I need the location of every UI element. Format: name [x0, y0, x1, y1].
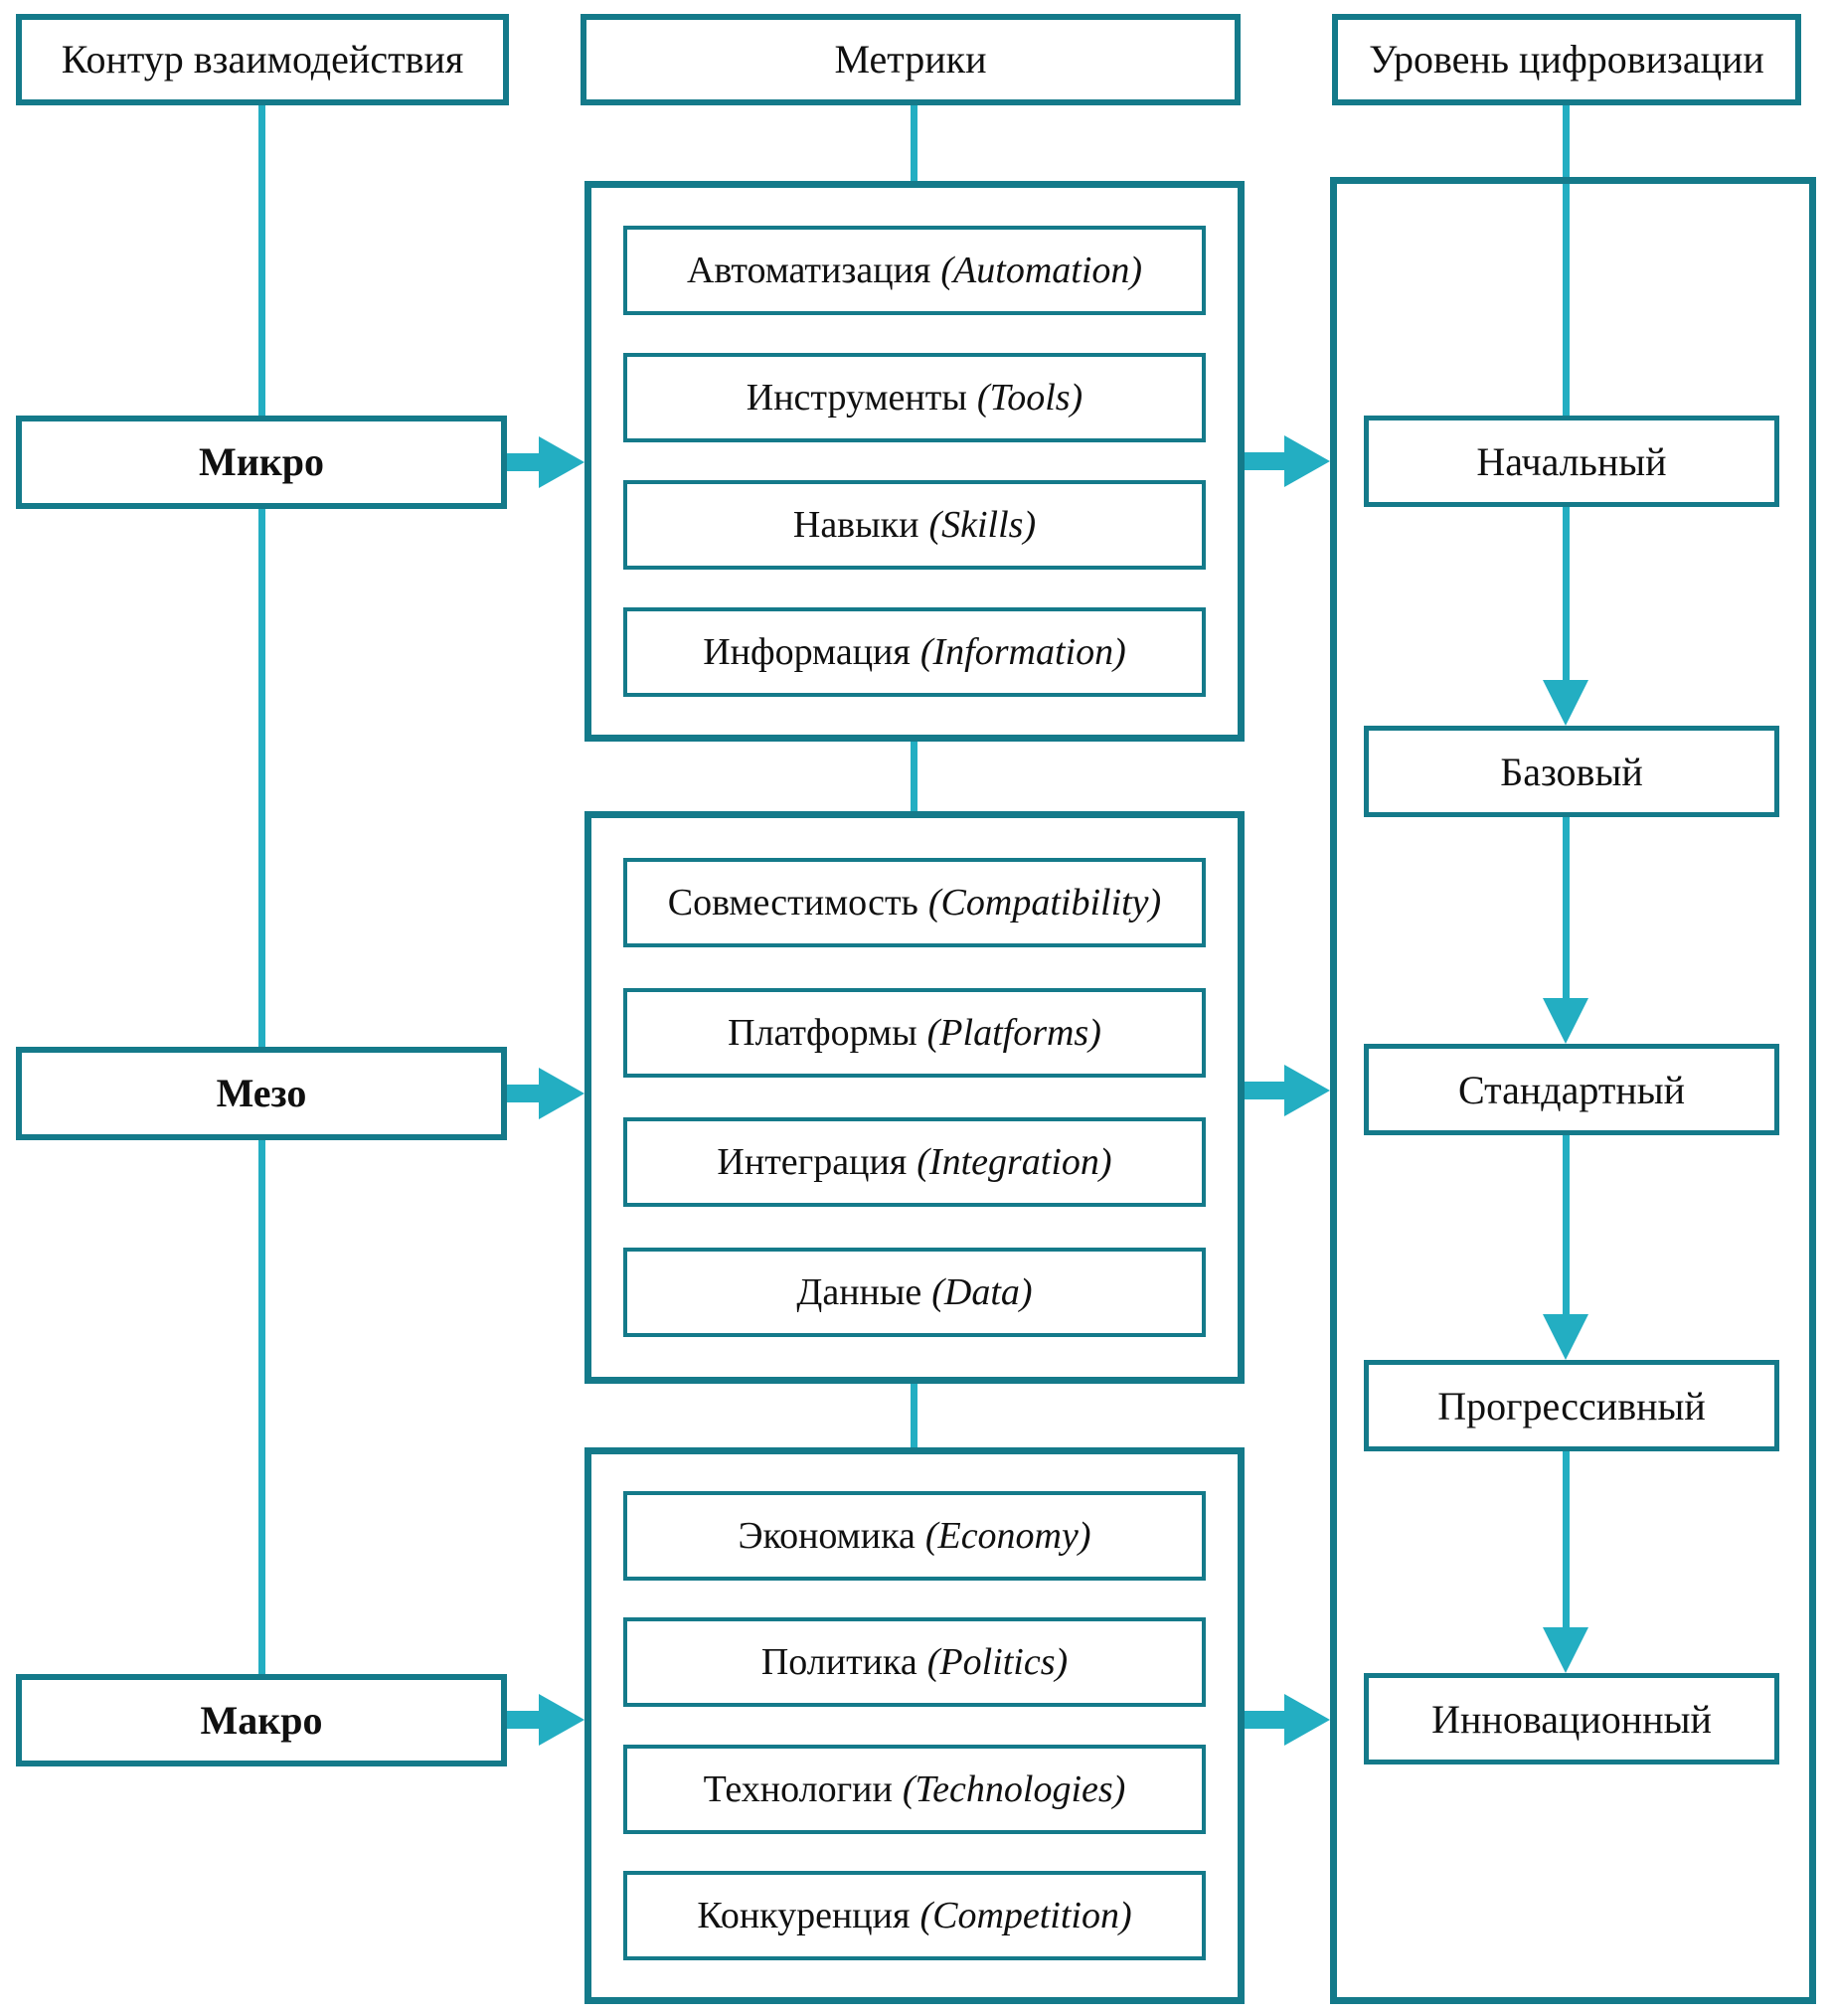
metric-item-technologies: Технологии (Technologies): [623, 1744, 1206, 1834]
metric-label-en: (Data): [931, 1270, 1033, 1313]
digitalization-level-innovative: Инновационный: [1364, 1673, 1779, 1764]
digitalization-level-progressive: Прогрессивный: [1364, 1360, 1779, 1451]
metric-item-compatibility: Совместимость (Compatibility): [623, 858, 1206, 948]
metric-label-en: (Automation): [940, 250, 1143, 291]
metric-label-ru: Конкуренция: [697, 1894, 911, 1936]
header-interaction-contour: Контур взаимодействия: [16, 14, 509, 105]
header-metrics: Метрики: [581, 14, 1241, 105]
metrics-group-macro: Экономика (Economy) Политика (Politics) …: [584, 1447, 1245, 2004]
arrow-initial-to-basic-head: [1543, 680, 1588, 726]
flow-arrow-micro-to-group1-head: [539, 436, 584, 488]
interaction-level-meso: Мезо: [16, 1047, 507, 1140]
flow-arrow-group2-to-levels-head: [1284, 1065, 1330, 1116]
digitalization-level-basic: Базовый: [1364, 726, 1779, 817]
metric-item-skills: Навыки (Skills): [623, 480, 1206, 570]
connector-meso-to-macro: [258, 1140, 265, 1674]
metric-label-en: (Competition): [919, 1894, 1132, 1936]
flow-arrow-group1-to-levels-shaft: [1243, 452, 1286, 470]
digitalization-level-initial: Начальный: [1364, 416, 1779, 507]
interaction-level-macro: Макро: [16, 1674, 507, 1766]
metrics-group-micro: Автоматизация (Automation) Инструменты (…: [584, 181, 1245, 742]
metric-label-ru: Политика: [760, 1641, 917, 1684]
metric-label-en: (Integration): [916, 1141, 1112, 1184]
flow-arrow-group1-to-levels-head: [1284, 435, 1330, 487]
connector-group2-to-group3: [911, 1384, 917, 1447]
metric-item-competition: Конкуренция (Competition): [623, 1870, 1206, 1960]
interaction-level-micro: Микро: [16, 416, 507, 509]
digitalization-container: [1330, 177, 1816, 2004]
metric-item-integration: Интеграция (Integration): [623, 1117, 1206, 1208]
arrow-progressive-to-innovative-head: [1543, 1627, 1588, 1673]
metric-label-ru: Технологии: [703, 1767, 893, 1810]
arrow-initial-to-basic-shaft: [1563, 507, 1570, 682]
header-digitalization-level: Уровень цифровизации: [1332, 14, 1801, 105]
metric-item-information: Информация (Information): [623, 607, 1206, 697]
flow-arrow-meso-to-group2-head: [539, 1068, 584, 1119]
metric-label-ru: Экономика: [738, 1515, 916, 1558]
flow-arrow-group3-to-levels-shaft: [1243, 1711, 1286, 1729]
metric-label-ru: Данные: [796, 1270, 922, 1313]
arrow-standard-to-progressive-head: [1543, 1314, 1588, 1360]
metric-item-politics: Политика (Politics): [623, 1617, 1206, 1708]
flow-arrow-micro-to-group1-shaft: [505, 453, 543, 471]
arrow-progressive-to-innovative-shaft: [1563, 1451, 1570, 1629]
metric-item-data: Данные (Data): [623, 1247, 1206, 1337]
arrow-basic-to-standard-head: [1543, 998, 1588, 1044]
metric-label-en: (Compatibility): [927, 882, 1162, 924]
connector-group1-to-group2: [911, 742, 917, 811]
metric-label-en: (Technologies): [902, 1767, 1126, 1810]
metric-label-en: (Skills): [928, 504, 1037, 546]
flow-arrow-macro-to-group3-shaft: [505, 1711, 543, 1729]
metric-label-en: (Politics): [926, 1641, 1069, 1684]
flow-arrow-group2-to-levels-shaft: [1243, 1082, 1286, 1099]
metric-item-automation: Автоматизация (Automation): [623, 226, 1206, 315]
connector-header-to-group1: [911, 105, 917, 181]
metric-item-tools: Инструменты (Tools): [623, 353, 1206, 442]
metric-item-economy: Экономика (Economy): [623, 1491, 1206, 1582]
metric-label-en: (Platforms): [926, 1011, 1101, 1054]
metric-label-en: (Information): [919, 631, 1126, 673]
metric-item-platforms: Платформы (Platforms): [623, 987, 1206, 1078]
connector-micro-to-meso: [258, 509, 265, 1047]
connector-header-to-initial: [1563, 105, 1570, 416]
metric-label-ru: Инструменты: [746, 377, 967, 419]
metric-label-ru: Автоматизация: [686, 250, 931, 291]
digitalization-level-standard: Стандартный: [1364, 1044, 1779, 1135]
metric-label-en: (Economy): [924, 1515, 1091, 1558]
metrics-group-meso: Совместимость (Compatibility) Платформы …: [584, 811, 1245, 1384]
metric-label-ru: Информация: [703, 631, 911, 673]
arrow-standard-to-progressive-shaft: [1563, 1135, 1570, 1316]
connector-header-to-micro: [258, 105, 265, 416]
metric-label-ru: Навыки: [792, 504, 919, 546]
metric-label-en: (Tools): [976, 377, 1083, 419]
arrow-basic-to-standard-shaft: [1563, 817, 1570, 1000]
flow-arrow-meso-to-group2-shaft: [505, 1085, 543, 1102]
flow-arrow-macro-to-group3-head: [539, 1694, 584, 1746]
metric-label-ru: Интеграция: [717, 1141, 908, 1184]
metric-label-ru: Совместимость: [667, 882, 918, 924]
metric-label-ru: Платформы: [728, 1011, 917, 1054]
flow-arrow-group3-to-levels-head: [1284, 1694, 1330, 1746]
